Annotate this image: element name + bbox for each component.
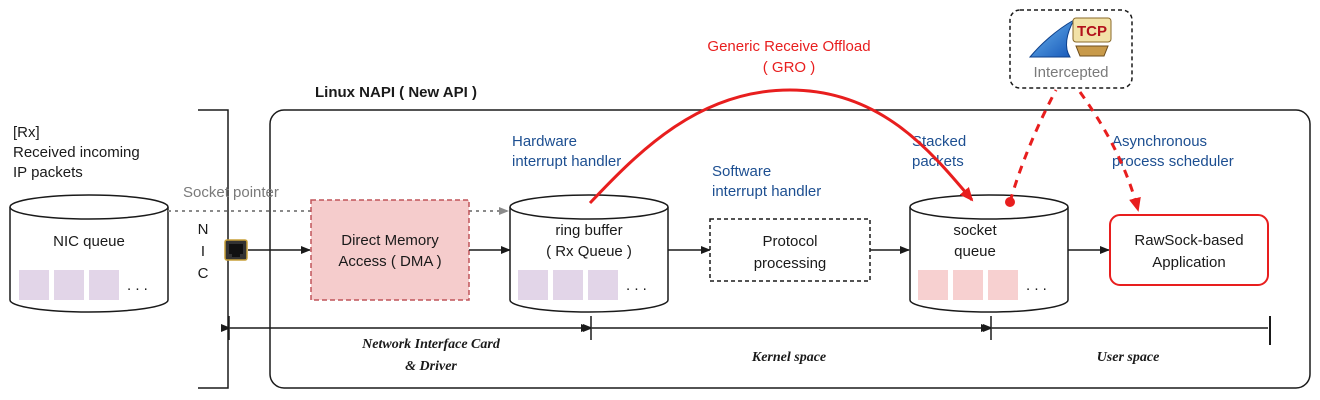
nic-slot <box>19 270 49 300</box>
ring-buffer-label-2: ( Rx Queue ) <box>546 243 632 260</box>
nic-queue-cylinder: NIC queue . . . <box>9 194 169 313</box>
hw-handler-label-1: Hardware <box>512 133 577 150</box>
socket-queue-cylinder: socket queue . . . <box>909 194 1069 313</box>
intercept-line-socket <box>1008 89 1058 203</box>
tcp-icon: TCP <box>1072 17 1112 57</box>
app-label-2: Application <box>1152 254 1225 271</box>
gro-arrow <box>588 88 974 205</box>
ring-ellipsis: . . . <box>626 277 647 294</box>
ring-slot <box>588 270 618 300</box>
intercept-dot <box>1005 197 1015 207</box>
protocol-label-2: processing <box>754 255 827 272</box>
rx-label-1: [Rx] <box>13 124 40 141</box>
socket-queue-label-2: queue <box>954 243 996 260</box>
app-label-1: RawSock-based <box>1134 232 1243 249</box>
nic-slot <box>54 270 84 300</box>
application-box <box>1109 214 1269 286</box>
dma-label-2: Access ( DMA ) <box>338 253 441 270</box>
dma-label-1: Direct Memory <box>341 232 439 249</box>
socket-slot <box>918 270 948 300</box>
dma-box <box>310 199 470 301</box>
ring-buffer-cylinder: ring buffer ( Rx Queue ) . . . <box>509 194 669 313</box>
socket-pointer-label: Socket pointer <box>183 184 279 201</box>
nic-queue-label: NIC queue <box>53 233 125 250</box>
range-kernel-label: Kernel space <box>751 350 826 365</box>
ring-buffer-label-1: ring buffer <box>555 222 622 239</box>
protocol-label-1: Protocol <box>762 233 817 250</box>
socket-queue-label-1: socket <box>953 222 997 239</box>
sw-handler-label-1: Software <box>712 163 771 180</box>
gro-label-1: Generic Receive Offload <box>707 38 870 55</box>
ring-slot <box>553 270 583 300</box>
napi-title: Linux NAPI ( New API ) <box>315 84 477 101</box>
range-user-label: User space <box>1097 350 1160 365</box>
gro-label-2: ( GRO ) <box>763 59 816 76</box>
socket-slot <box>953 270 983 300</box>
range-nic-label-1: Network Interface Card <box>361 337 501 352</box>
svg-text:TCP: TCP <box>1077 23 1107 40</box>
rx-label-2: Received incoming <box>13 144 140 161</box>
napi-container <box>269 109 1311 389</box>
stacked-label-1: Stacked <box>912 133 966 150</box>
socket-ellipsis: . . . <box>1026 277 1047 294</box>
nic-letter-n: N <box>198 221 209 238</box>
socket-slot <box>988 270 1018 300</box>
ethernet-port-icon <box>224 239 248 261</box>
rx-label-3: IP packets <box>13 164 83 181</box>
async-label-1: Asynchronous <box>1112 133 1207 150</box>
nic-slot <box>89 270 119 300</box>
async-label-2: process scheduler <box>1112 153 1234 170</box>
nic-ellipsis: . . . <box>127 277 148 294</box>
hw-handler-label-2: interrupt handler <box>512 153 621 170</box>
nic-letter-i: I <box>201 243 205 260</box>
sw-handler-label-2: interrupt handler <box>712 183 821 200</box>
nic-letter-c: C <box>198 265 209 282</box>
range-nic-label-2: & Driver <box>405 359 457 374</box>
intercepted-label: Intercepted <box>1033 64 1108 81</box>
ring-slot <box>518 270 548 300</box>
